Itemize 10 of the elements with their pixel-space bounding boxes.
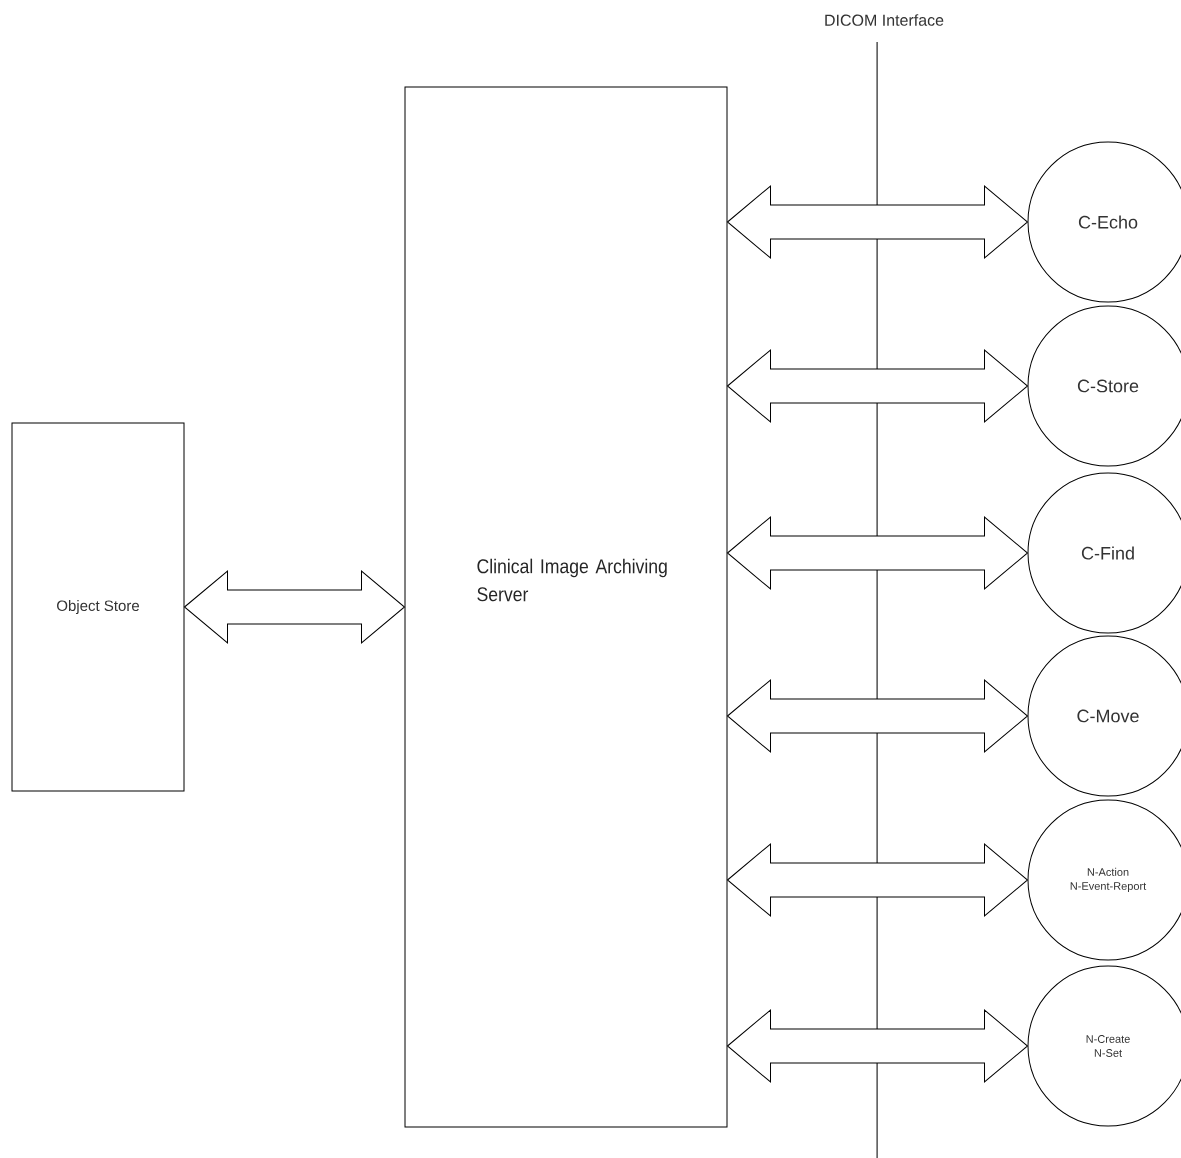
process-box: Object Store [11,422,185,792]
server-box: Clinical Image Archiving Server [404,86,728,1128]
double-arrow [727,349,1028,423]
double-arrow [727,679,1028,753]
interface-label: DICOM Interface [825,14,944,26]
double-arrow [184,570,405,644]
double-arrow [727,843,1028,917]
double-arrow [727,185,1028,259]
double-arrow [727,1009,1028,1083]
double-arrow [727,516,1028,590]
